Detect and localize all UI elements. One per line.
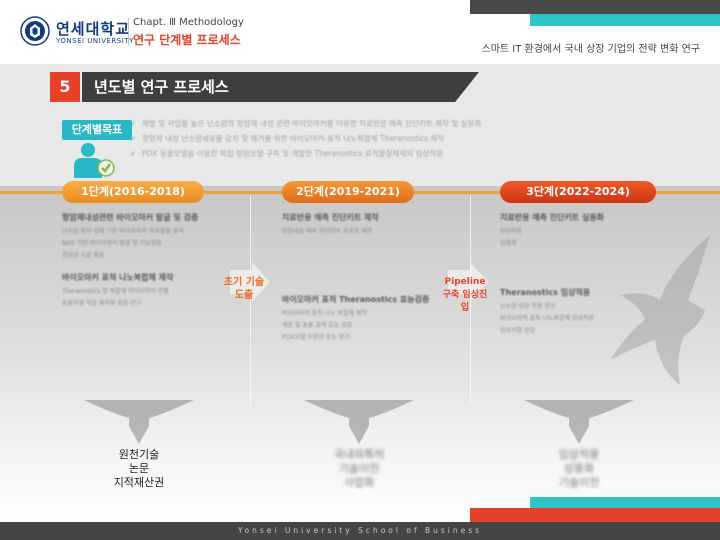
bullet-item: 항암내성 예측 진단키트 프로토 제작 [282,228,373,235]
stage-2-outputs: 국내외특허 기술이전 사업화 [299,448,419,490]
stage-2-heading-2: 바이오마커 표적 Theranostics 효능검증 [282,295,430,304]
bullet-item: 난소암 임상 적용 연구 [500,303,556,310]
goal-item: ✓ 체발 및 사업활 높은 난소암의 항암제 내성 관련 바이오마커를 이용한 치… [130,118,690,133]
top-teal-bar [530,14,720,26]
top-dark-bar [470,0,720,14]
transition-label-1: 초기 기술 도출 [223,277,265,301]
goal-item: ✓ PDX 동물모델을 이용한 복합 항암모델 구축 및 개발한 Theranos… [130,148,690,163]
stage-3-heading-2: Theranostics 임상적용 [500,288,591,297]
bullet-item: Theranostics 형 복합체 바이오마커 선별 [62,288,169,295]
goal-badge: 단계별목표 [62,120,132,140]
output-item: 상용화 [563,462,595,475]
down-arrow-icon [524,400,634,444]
bullet-item: 전임상 시료 확보 [62,252,105,259]
check-icon: ✓ [130,134,137,143]
footer-bar: Yonsei University School of Business [0,522,720,540]
bullet-item: 임상적용 [500,228,523,235]
stage-3-outputs: 임상적용 상용화 기술이전 [519,448,639,490]
bullet-item: 임상시험 진입 [500,327,536,334]
bullet-item: 바이오마커 표적 나노 복합체 제작 [282,310,367,317]
bottom-teal-bar [530,497,720,508]
person-check-icon [74,143,115,178]
output-item: 사업화 [343,476,375,489]
goal-item-text: 항암제 내성 난소암세포를 감지 및 제거를 위한 바이오마커-표적 나노복합체… [142,134,445,143]
goal-item-text: PDX 동물모델을 이용한 복합 항암모델 구축 및 개발한 Theranost… [142,149,444,158]
stage-2-content: 치료반응 예측 진단키트 제작 항암내성 예측 진단키트 프로토 제작 바이오마… [282,212,432,345]
output-item: 임상적용 [558,448,600,461]
goal-item: ✓ 항암제 내성 난소암세포를 감지 및 제거를 위한 바이오마커-표적 나노복합… [130,133,690,148]
output-item: 기술이전 [338,462,380,475]
stage-1-heading-1: 항암제내성관련 바이오마커 발굴 및 검증 [62,213,199,222]
output-item: 국내외특허 [333,448,385,461]
stage-divider [250,195,251,405]
output-item: 지적재산권 [113,476,165,489]
right-arrow-icon [230,262,270,302]
logo-korean-text: 연세대학교 [56,20,131,38]
section-number: 5 [50,72,80,102]
header-divider [128,18,129,46]
bullet-item: PDX모델 이용한 효능 평가 [282,334,350,341]
down-arrow-icon [304,400,414,444]
eagle-watermark-icon [610,235,710,385]
check-icon: ✓ [130,119,137,128]
right-arrow-icon [448,262,488,302]
bullet-item: 상용화 [500,240,517,247]
bullet-item: 바이오마커 표적 나노복합체 임상적용 [500,315,595,322]
stage-1-content: 항암제내성관련 바이오마커 발굴 및 검증 난소암 환자 검체 기반 바이오마커… [62,212,212,311]
presentation-subtitle: 스마트 IT 환경에서 국내 상장 기업의 전략 변화 연구 [481,44,701,55]
bullet-item: NGS 기반 바이오마커 발굴 및 기능검증 [62,240,162,247]
stage-3-heading-1: 치료반응 예측 진단키트 실용화 [500,213,605,222]
university-seal-icon [20,16,50,46]
stage-3-pill: 3단계(2022-2024) [500,181,656,203]
output-item: 기술이전 [558,476,600,489]
bottom-red-bar [470,508,720,522]
chapter-label: Chapt. Ⅲ Methodology [133,17,244,28]
down-arrow-icon [84,400,194,444]
process-area-background [0,186,720,522]
goal-item-text: 체발 및 사업활 높은 난소암의 항암제 내성 관련 바이오마커를 이용한 치료… [142,119,482,128]
chapter-title: 연구 단계별 프로세스 [133,33,241,47]
stage-1-pill: 1단계(2016-2018) [62,181,204,203]
stage-2-pill: 2단계(2019-2021) [282,181,414,203]
stage-3-content: 치료반응 예측 진단키트 실용화 임상적용 상용화 Theranostics 임… [500,212,650,338]
bullet-item: 동물모델 적용 최적화 검증 연구 [62,300,142,307]
goal-list: ✓ 체발 및 사업활 높은 난소암의 항암제 내성 관련 바이오마커를 이용한 치… [130,118,690,174]
output-item: 원천기술 [118,448,160,461]
stage-1-outputs: 원천기술 논문 지적재산권 [79,448,199,490]
check-icon: ✓ [130,149,137,158]
output-item: 논문 [128,462,150,475]
transition-label-2: Pipeline 구축 임상진입 [442,277,488,313]
stage-2-heading-1: 치료반응 예측 진단키트 제작 [282,213,379,222]
section-title: 년도별 연구 프로세스 [82,72,479,102]
logo-english-text: YONSEI UNIVERSITY [56,37,134,45]
stage-1-heading-2: 바이오마커 표적 나노복합체 제작 [62,273,174,282]
bullet-item: 세포 및 동물 표적 효능 검증 [282,322,353,329]
bullet-item: 난소암 환자 검체 기반 바이오마커 후보물질 분석 [62,228,184,235]
